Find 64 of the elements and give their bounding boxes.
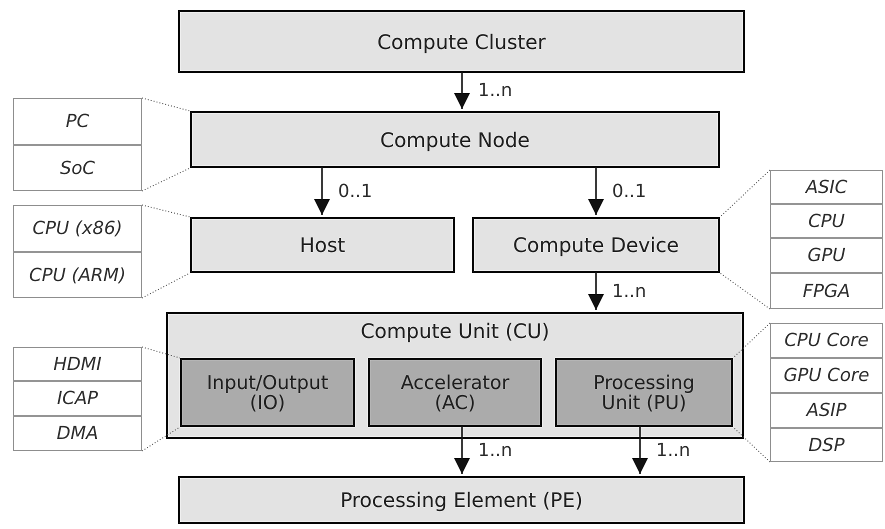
arrow (454, 427, 470, 474)
box-label: Host (300, 232, 346, 259)
entity-box (190, 217, 455, 273)
box-label: DMA (56, 422, 98, 446)
box-label: CPU (x86) (32, 217, 122, 241)
dotted-line (142, 98, 190, 112)
box-label: Compute Node (380, 126, 530, 154)
example-box (13, 381, 142, 416)
example-box (770, 428, 883, 462)
example-box (13, 252, 142, 298)
dotted-line (142, 204, 190, 218)
arrow (314, 168, 330, 215)
component-box (368, 358, 542, 427)
example-box (770, 170, 883, 204)
box-label: Compute Cluster (377, 28, 546, 56)
example-box (770, 358, 883, 393)
example-box (770, 393, 883, 428)
box-label: ASIP (806, 399, 846, 423)
example-box (770, 273, 883, 309)
box-label: CPU Core (784, 329, 869, 353)
example-box (13, 347, 142, 381)
example-box (13, 98, 142, 145)
example-box (13, 416, 142, 451)
example-box (770, 238, 883, 273)
arrow (588, 168, 604, 215)
box-label: Processing Element (PE) (340, 487, 583, 514)
component-box (555, 358, 733, 427)
example-box (770, 323, 883, 358)
dotted-line (720, 272, 770, 310)
box-label: GPU (808, 244, 846, 268)
example-box (13, 205, 142, 252)
box-label: DSP (808, 434, 845, 458)
component-box (180, 358, 355, 427)
box-label: HDMI (53, 352, 102, 376)
dotted-line (732, 322, 770, 358)
entity-box (190, 111, 720, 168)
entity-box (178, 10, 745, 73)
dotted-line (142, 426, 180, 452)
box-label: Accelerator (AC) (400, 372, 510, 412)
box-label: CPU (ARM) (29, 264, 126, 288)
dotted-line (142, 168, 190, 192)
entity-box (166, 312, 744, 439)
box-label: FPGA (802, 280, 850, 304)
example-box (13, 145, 142, 191)
group-title: Compute Unit (CU) (360, 318, 550, 345)
arrow (454, 73, 470, 109)
box-label: Processing Unit (PU) (592, 372, 696, 412)
dotted-line (142, 272, 190, 298)
box-label: ASIC (806, 176, 848, 200)
dotted-line (142, 346, 180, 358)
box-label: CPU (808, 210, 845, 234)
entity-box (472, 217, 720, 273)
box-label: GPU Core (784, 364, 870, 388)
dotted-line (732, 426, 770, 462)
entity-box (178, 476, 745, 524)
box-label: ICAP (56, 387, 98, 411)
box-label: Compute Device (513, 232, 679, 259)
example-box (770, 204, 883, 238)
dotted-line (720, 170, 770, 218)
box-label: Input/Output (IO) (206, 372, 330, 412)
arrow (588, 273, 604, 310)
arrow (632, 427, 648, 474)
box-label: PC (66, 110, 90, 134)
box-label: SoC (60, 156, 95, 180)
